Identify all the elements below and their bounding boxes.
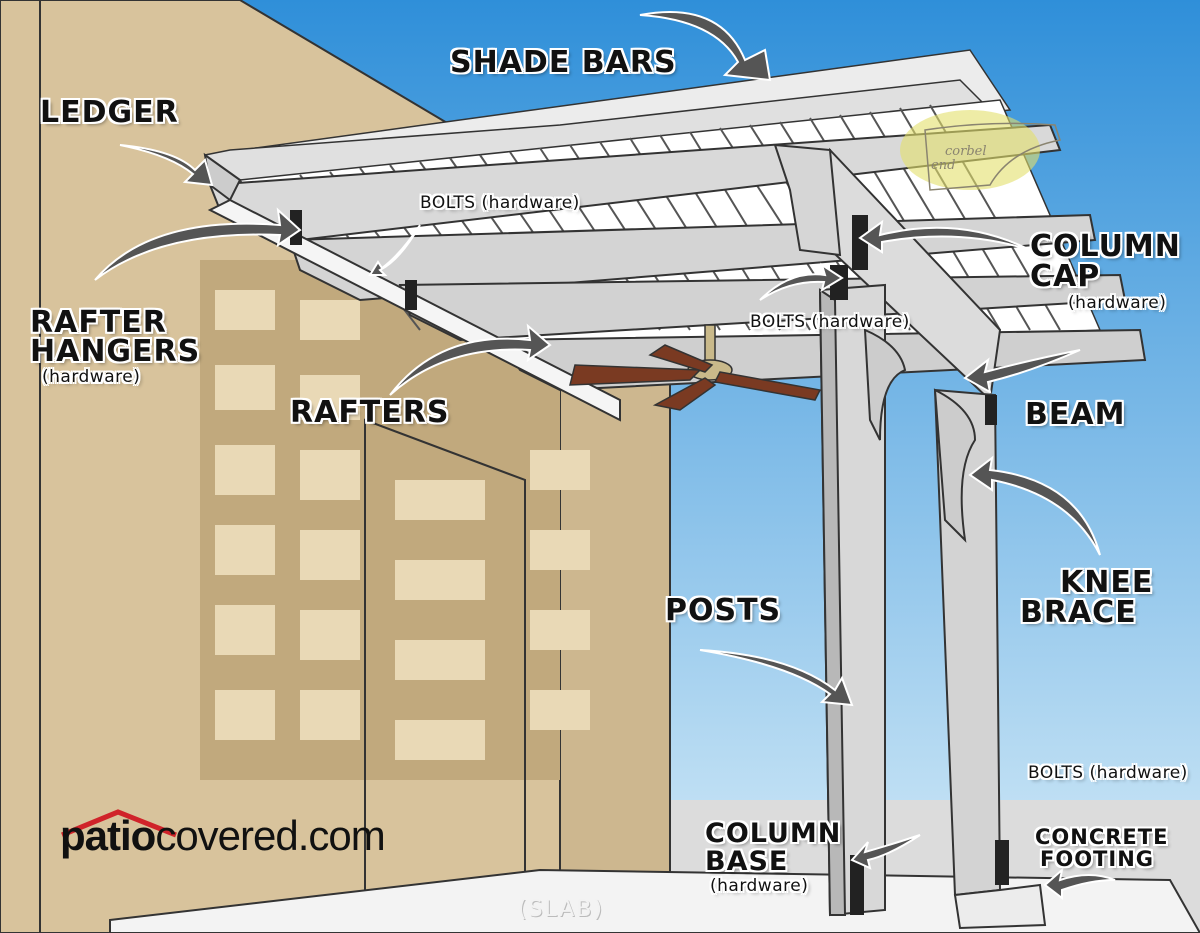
label-shade-bars: SHADE BARS [450,45,677,80]
logo-text: patiocovered.com [60,812,386,860]
column-cap-arrow [858,219,1031,254]
label-column-base-line1: COLUMN [705,818,842,849]
label-rafter-hangers-line1: RAFTER [30,305,167,340]
rafter-hangers-arrow [94,207,302,281]
ledger-arrow [119,144,214,187]
posts [818,283,1047,930]
logo-text-patio: patio [60,812,156,859]
label-column-base-line2: BASE [705,846,789,877]
label-rafters: RAFTERS [290,395,450,430]
logo-roof-mark [61,809,177,838]
corbel-highlight [900,110,1040,190]
label-corbel: corbel [945,144,987,159]
bolts-mid-arrow [759,262,844,301]
label-column-cap-line2: CAP [1030,259,1101,294]
label-column-cap-hardware: (hardware) [1068,293,1167,313]
knee-braces [863,328,977,543]
label-posts: POSTS [665,593,782,628]
callout-arrows [94,11,1116,901]
ceiling-fan [569,324,822,411]
corbel-end [924,122,1061,191]
label-ledger: LEDGER [40,95,179,130]
column-base-arrow [850,834,921,870]
label-rafter-hangers-line2: HANGERS [30,334,201,369]
label-concrete-footing-line1: CONCRETE [1035,825,1169,849]
label-corbel-end: corbel end [931,144,987,173]
label-column-base: COLUMN BASE (hardware) [705,820,841,900]
rafters-arrow [389,323,552,396]
label-rafter-hangers: RAFTER HANGERS (hardware) [30,308,200,392]
label-slab: (SLAB) [518,897,605,922]
label-concrete-footing: CONCRETE FOOTING [1035,826,1168,870]
label-concrete-footing-line2: FOOTING [1040,847,1154,871]
label-end: end [931,158,956,173]
label-beam: BEAM [1025,397,1126,432]
label-knee-brace-line2: BRACE [1020,595,1137,630]
label-bolts-top: BOLTS (hardware) [420,193,580,213]
label-column-base-hardware: (hardware) [710,876,809,896]
label-bolts-mid: BOLTS (hardware) [750,312,910,332]
beam-arrow [963,349,1081,394]
label-column-cap: COLUMN CAP (hardware) [1030,232,1181,318]
concrete-slab [109,868,1200,933]
label-rafter-hangers-hardware: (hardware) [42,367,141,387]
label-knee-brace: KNEE BRACE [1020,568,1153,628]
label-bolts-bottom: BOLTS (hardware) [1028,763,1188,783]
label-knee-brace-line1: KNEE [1060,565,1154,600]
shade-bars-arrow [639,11,772,82]
bolts-top-arrow [368,224,421,276]
label-column-cap-line1: COLUMN [1030,229,1181,264]
knee-brace-arrow [968,455,1101,556]
logo-text-covered: covered.com [155,812,385,859]
column-cap-block [773,143,842,257]
posts-arrow [699,649,854,707]
concrete-footing-arrow [1043,867,1116,901]
site-logo: patiocovered.com [60,812,386,860]
